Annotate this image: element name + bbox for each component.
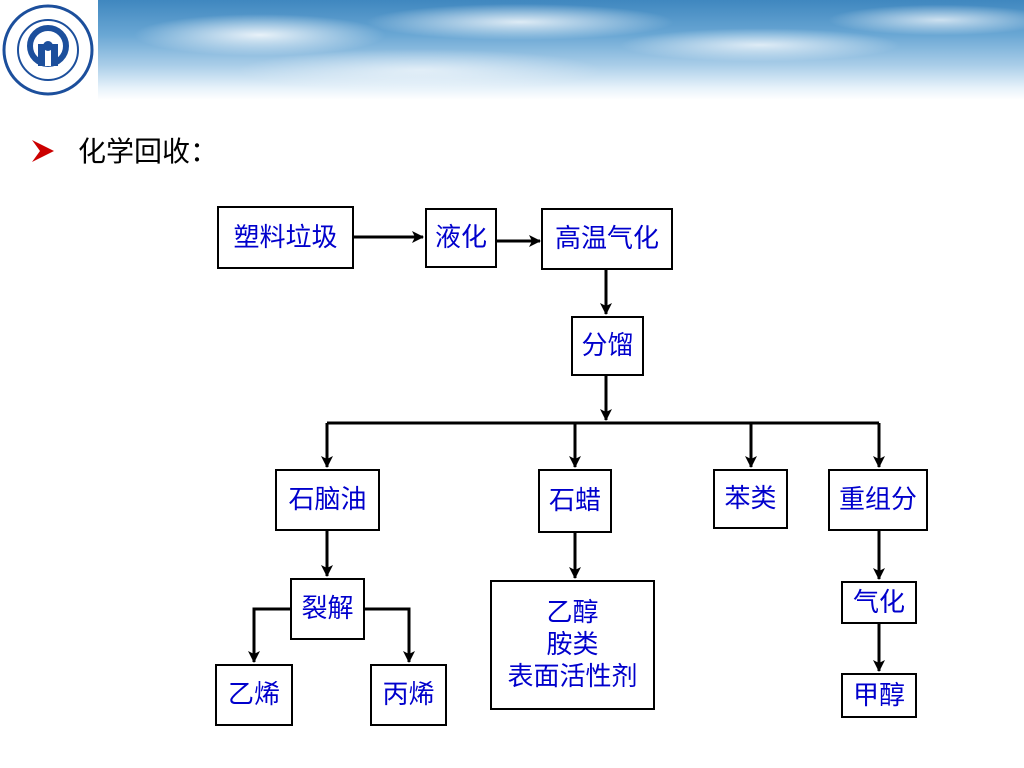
node-paraffin-products: 乙醇 胺类 表面活性剂 (490, 580, 655, 710)
node-fractionation: 分馏 (571, 316, 644, 376)
node-liquefaction: 液化 (425, 208, 497, 268)
university-logo-icon (2, 4, 94, 96)
node-paraffin: 石蜡 (538, 469, 612, 533)
node-methanol: 甲醇 (841, 673, 917, 718)
node-plastic-waste: 塑料垃圾 (217, 206, 354, 269)
node-gasification: 气化 (841, 581, 917, 624)
arrow-cracking-to-ethylene (248, 607, 290, 663)
node-naphtha: 石脑油 (275, 469, 380, 531)
node-heavy-fraction: 重组分 (828, 469, 928, 531)
node-high-temp-gasification: 高温气化 (541, 208, 673, 270)
product-surfactant: 表面活性剂 (507, 662, 638, 692)
header-sky-banner (0, 0, 1024, 100)
product-ethanol: 乙醇 (546, 598, 599, 628)
university-logo (0, 0, 98, 100)
node-cracking: 裂解 (290, 578, 365, 640)
node-ethylene: 乙烯 (215, 664, 293, 726)
node-benzenes: 苯类 (713, 469, 788, 529)
product-amines: 胺类 (546, 630, 599, 660)
node-propylene: 丙烯 (370, 664, 447, 726)
right-arrowhead-bullet-icon (32, 140, 54, 162)
section-heading: 化学回收： (78, 135, 219, 168)
arrow-cracking-to-propylene (365, 607, 415, 663)
